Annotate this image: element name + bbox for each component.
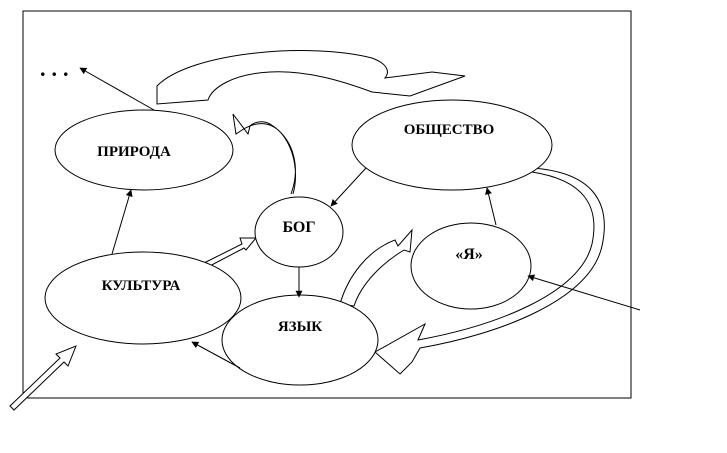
node-ya-label: «Я» bbox=[455, 246, 483, 263]
node-yazyk bbox=[221, 294, 379, 386]
node-kultura bbox=[44, 251, 242, 345]
ellipsis-label: ... bbox=[40, 56, 75, 81]
node-kultura-label: КУЛЬТУРА bbox=[102, 278, 181, 294]
arrow-language-to-culture bbox=[191, 341, 241, 369]
arrow-nature-to-ellipsis bbox=[79, 67, 155, 111]
hollow-arrow-external-to-culture bbox=[9, 345, 77, 411]
arrow-society-to-god bbox=[330, 167, 367, 207]
arrow-culture-to-nature bbox=[111, 189, 133, 255]
curved-arrow-language-to-self bbox=[339, 228, 413, 307]
node-ya bbox=[410, 222, 532, 310]
curved-arrow-god-to-nature bbox=[232, 113, 296, 195]
node-priroda bbox=[54, 109, 234, 191]
node-priroda-label: ПРИРОДА bbox=[97, 144, 171, 160]
node-yazyk-label: ЯЗЫК bbox=[278, 319, 322, 335]
arrow-external-to-self bbox=[527, 274, 641, 311]
node-obshchestvo-label: ОБЩЕСТВО bbox=[404, 122, 495, 138]
node-bog-label: БОГ bbox=[282, 219, 315, 236]
node-obshchestvo bbox=[351, 99, 553, 191]
diagram-frame bbox=[22, 10, 632, 399]
arrow-self-to-society bbox=[485, 187, 497, 226]
hollow-arrow-culture-to-god bbox=[201, 237, 258, 269]
block-arrow-nature-to-society bbox=[156, 50, 466, 105]
block-arrow-society-to-language bbox=[374, 167, 605, 375]
